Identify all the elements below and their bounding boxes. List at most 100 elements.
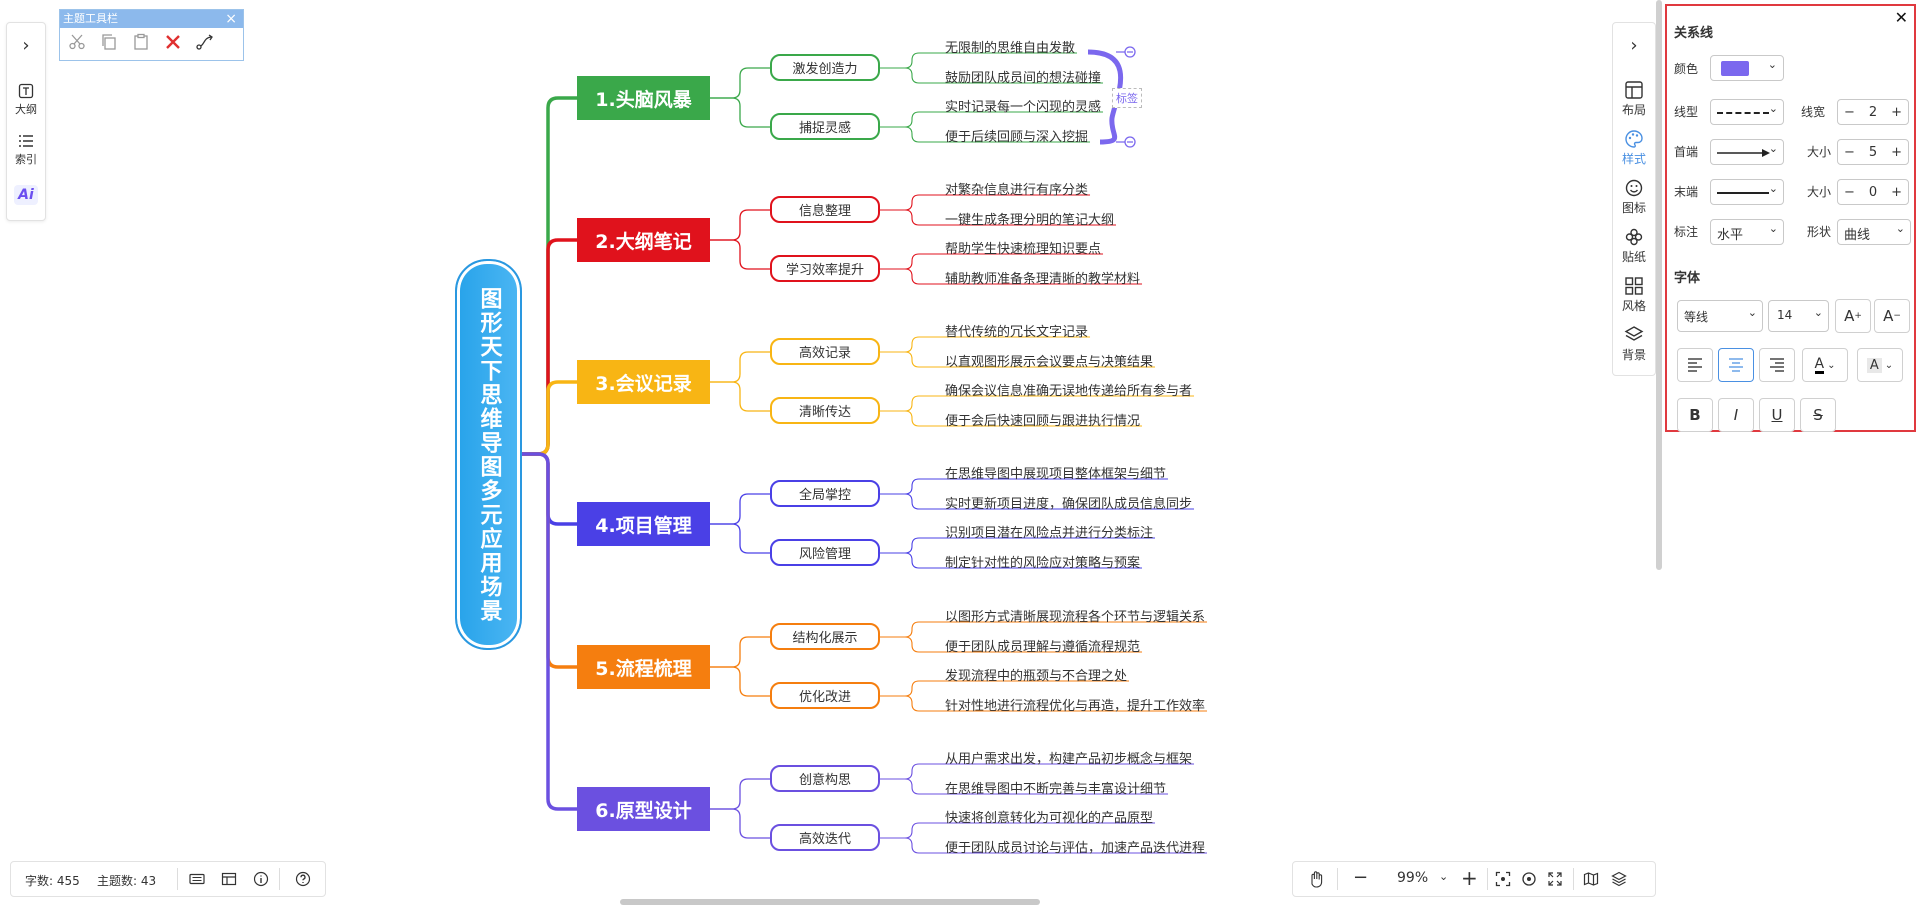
leaf-topic[interactable]: 便于团队成员理解与遵循流程规范 [945, 640, 1141, 655]
end-arrow-select[interactable]: ⌄ [1710, 179, 1784, 205]
level2-topic[interactable]: 全局掌控 [770, 480, 880, 507]
expand-chevron-icon[interactable]: › [22, 34, 30, 56]
locate-icon[interactable] [1521, 871, 1537, 891]
fit-center-icon[interactable] [1495, 871, 1511, 891]
leaf-topic[interactable]: 辅助教师准备条理清晰的教学材料 [945, 272, 1141, 287]
copy-icon[interactable] [100, 33, 118, 55]
increment-button[interactable]: + [1891, 184, 1902, 200]
decrease-font-icon[interactable]: A− [1874, 299, 1910, 333]
ai-button[interactable]: Ai [7, 182, 45, 208]
font-color-picker[interactable]: A⌄ [1802, 348, 1848, 382]
sidebar-item-theme-grid[interactable]: 风格 [1613, 275, 1655, 314]
level1-topic[interactable]: 3.会议记录 [577, 360, 710, 404]
start-arrow-select[interactable]: ⌄ [1710, 139, 1784, 165]
line-width-stepper[interactable]: − 2 + [1837, 99, 1909, 125]
strikethrough-icon[interactable]: S [1800, 398, 1836, 432]
level2-topic[interactable]: 风险管理 [770, 539, 880, 566]
shape-select[interactable]: 曲线 ⌄ [1837, 219, 1911, 245]
level1-topic[interactable]: 5.流程梳理 [577, 645, 710, 689]
leaf-topic[interactable]: 发现流程中的瓶颈与不合理之处 [945, 669, 1128, 684]
level1-topic[interactable]: 1.头脑风暴 [577, 76, 710, 120]
relation-line-icon[interactable] [196, 33, 216, 55]
level1-topic[interactable]: 2.大纲笔记 [577, 218, 710, 262]
font-family-select[interactable]: 等线 ⌄ [1677, 300, 1763, 332]
leaf-topic[interactable]: 制定针对性的风险应对策略与预案 [945, 556, 1141, 571]
sidebar-item-sticker[interactable]: 贴纸 [1613, 226, 1655, 265]
cut-icon[interactable] [68, 33, 86, 55]
level1-topic[interactable]: 4.项目管理 [577, 502, 710, 546]
leaf-topic[interactable]: 实时记录每一个闪现的灵感 [945, 100, 1102, 115]
leaf-topic[interactable]: 一键生成条理分明的笔记大纲 [945, 213, 1115, 228]
highlight-color-picker[interactable]: A⌄ [1857, 348, 1903, 382]
align-left-icon[interactable] [1677, 348, 1713, 382]
fullscreen-icon[interactable] [1547, 871, 1563, 891]
decrement-button[interactable]: − [1844, 144, 1855, 160]
paste-icon[interactable] [132, 33, 150, 55]
leaf-topic[interactable]: 实时更新项目进度，确保团队成员信息同步 [945, 497, 1193, 512]
level2-topic[interactable]: 捕捉灵感 [770, 113, 880, 140]
leaf-topic[interactable]: 从用户需求出发，构建产品初步概念与框架 [945, 752, 1193, 767]
zoom-in-button[interactable]: + [1461, 866, 1478, 890]
end-size-stepper[interactable]: − 0 + [1837, 179, 1909, 205]
level2-topic[interactable]: 清晰传达 [770, 397, 880, 424]
leaf-topic[interactable]: 便于团队成员讨论与评估，加速产品迭代进程 [945, 841, 1206, 856]
level2-topic[interactable]: 高效迭代 [770, 824, 880, 851]
outline-button[interactable]: 大纲 [7, 81, 45, 117]
leaf-topic[interactable]: 对繁杂信息进行有序分类 [945, 183, 1089, 198]
line-type-select[interactable]: ⌄ [1710, 99, 1784, 125]
mindmap-canvas[interactable]: 图形天下思维导图多元应用场景 1.头脑风暴激发创造力无限制的思维自由发散鼓励团队… [0, 0, 1660, 907]
hand-tool-icon[interactable] [1309, 870, 1325, 892]
sidebar-item-layers[interactable]: 背景 [1613, 324, 1655, 363]
zoom-out-button[interactable]: − [1353, 867, 1369, 888]
collapse-chevron-icon[interactable]: › [1630, 34, 1638, 56]
minimap-icon[interactable] [1583, 871, 1599, 891]
color-picker[interactable]: ⌄ [1710, 55, 1784, 81]
sidebar-item-palette[interactable]: 样式 [1613, 128, 1655, 167]
level1-topic[interactable]: 6.原型设计 [577, 787, 710, 831]
layers-icon[interactable] [1611, 871, 1627, 891]
help-icon[interactable] [295, 871, 311, 890]
close-icon[interactable]: ✕ [1894, 8, 1908, 27]
start-size-value[interactable]: 5 [1868, 144, 1878, 160]
increment-button[interactable]: + [1891, 144, 1902, 160]
leaf-topic[interactable]: 在思维导图中展现项目整体框架与细节 [945, 467, 1167, 482]
vertical-scrollbar[interactable] [1656, 0, 1662, 570]
italic-icon[interactable]: I [1718, 398, 1754, 432]
keyboard-icon[interactable] [189, 871, 205, 890]
align-center-icon[interactable] [1718, 348, 1754, 382]
relation-label[interactable]: 标签 [1112, 88, 1142, 108]
increment-button[interactable]: + [1891, 104, 1902, 120]
leaf-topic[interactable]: 以直观图形展示会议要点与决策结果 [945, 355, 1154, 370]
decrement-button[interactable]: − [1844, 184, 1855, 200]
level2-topic[interactable]: 学习效率提升 [770, 255, 880, 282]
decrement-button[interactable]: − [1844, 104, 1855, 120]
line-width-value[interactable]: 2 [1868, 104, 1878, 120]
leaf-topic[interactable]: 确保会议信息准确无误地传递给所有参与者 [945, 384, 1193, 399]
font-size-select[interactable]: 14 ⌄ [1768, 300, 1829, 332]
sidebar-item-layout[interactable]: 布局 [1613, 79, 1655, 118]
leaf-topic[interactable]: 识别项目潜在风险点并进行分类标注 [945, 526, 1154, 541]
leaf-topic[interactable]: 以图形方式清晰展现流程各个环节与逻辑关系 [945, 610, 1206, 625]
start-size-stepper[interactable]: − 5 + [1837, 139, 1909, 165]
increase-font-icon[interactable]: A+ [1835, 299, 1871, 333]
horizontal-scrollbar[interactable] [620, 899, 1040, 905]
underline-icon[interactable]: U [1759, 398, 1795, 432]
annotation-select[interactable]: 水平 ⌄ [1710, 219, 1784, 245]
bold-icon[interactable]: B [1677, 398, 1713, 432]
level2-topic[interactable]: 信息整理 [770, 196, 880, 223]
sidebar-item-smiley[interactable]: 图标 [1613, 177, 1655, 216]
level2-topic[interactable]: 优化改进 [770, 682, 880, 709]
end-size-value[interactable]: 0 [1868, 184, 1878, 200]
level2-topic[interactable]: 创意构思 [770, 765, 880, 792]
level2-topic[interactable]: 高效记录 [770, 338, 880, 365]
root-topic[interactable]: 图形天下思维导图多元应用场景 [455, 259, 522, 650]
align-right-icon[interactable] [1759, 348, 1795, 382]
leaf-topic[interactable]: 替代传统的冗长文字记录 [945, 325, 1089, 340]
info-icon[interactable] [253, 871, 269, 890]
index-button[interactable]: 索引 [7, 131, 45, 167]
zoom-dropdown-chevron-icon[interactable]: ⌄ [1439, 870, 1449, 883]
leaf-topic[interactable]: 快速将创意转化为可视化的产品原型 [945, 811, 1154, 826]
leaf-topic[interactable]: 便于会后快速回顾与跟进执行情况 [945, 414, 1141, 429]
level2-topic[interactable]: 激发创造力 [770, 54, 880, 81]
theme-toolbar-close-icon[interactable]: × [225, 11, 237, 27]
